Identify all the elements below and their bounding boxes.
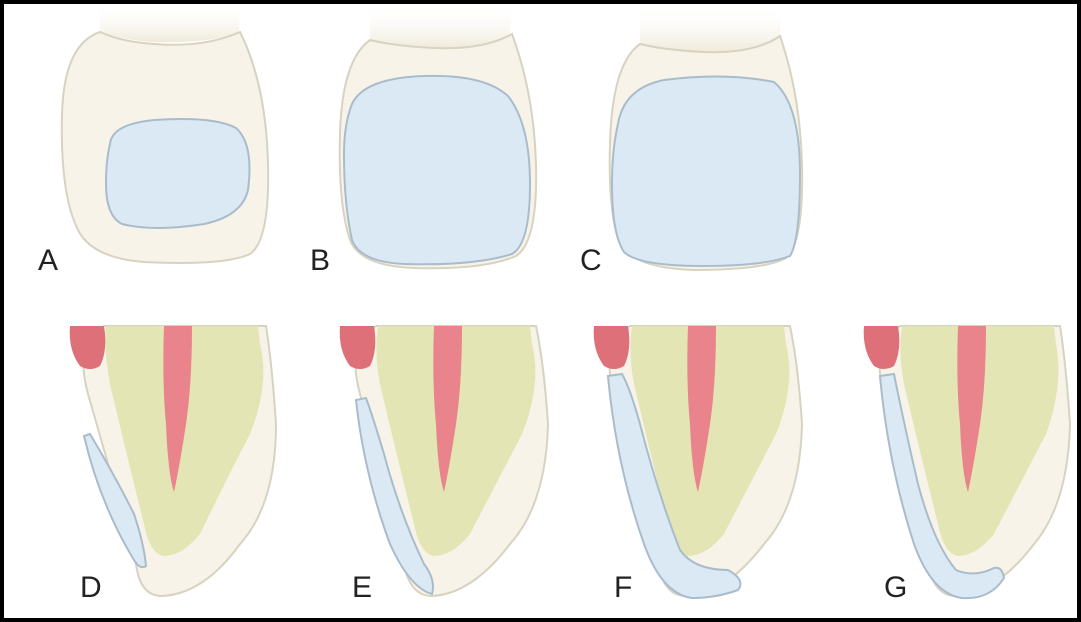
panel-label-e: E bbox=[352, 573, 372, 603]
tooth-section-d bbox=[70, 326, 276, 596]
tooth-section-g bbox=[864, 326, 1070, 598]
tooth-section-f bbox=[594, 326, 802, 598]
panel-label-a: A bbox=[38, 246, 58, 276]
tooth-labial-view-a bbox=[62, 4, 268, 263]
gingiva-d bbox=[70, 326, 106, 369]
partial-veneer-b bbox=[344, 76, 530, 264]
root-a bbox=[100, 4, 240, 42]
panel-label-g: G bbox=[884, 573, 907, 603]
figure-graphics bbox=[4, 4, 1077, 618]
panel-label-c: C bbox=[580, 246, 602, 276]
tooth-labial-view-b bbox=[340, 4, 536, 268]
gingiva-e bbox=[340, 326, 376, 369]
panel-label-b: B bbox=[310, 246, 330, 276]
gingiva-f bbox=[594, 326, 630, 369]
tooth-section-e bbox=[340, 326, 548, 596]
panel-label-f: F bbox=[614, 573, 632, 603]
tooth-labial-view-c bbox=[610, 4, 802, 270]
gingiva-g bbox=[864, 326, 900, 369]
panel-label-d: D bbox=[80, 573, 102, 603]
full-veneer-c bbox=[612, 76, 800, 266]
window-veneer-a bbox=[106, 119, 250, 228]
